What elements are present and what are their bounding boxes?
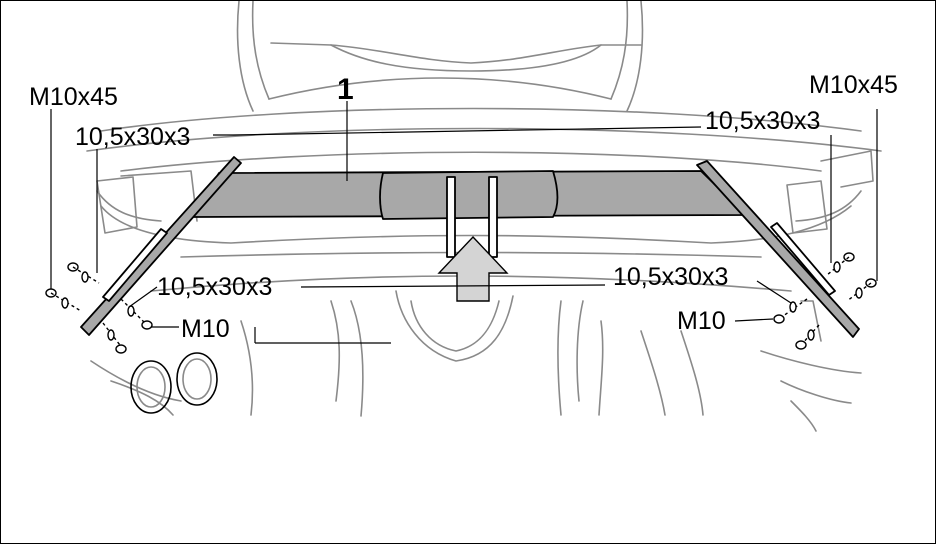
- leader-washer-lower-right: [756, 280, 792, 304]
- exhaust-tip-outer-right: [176, 352, 218, 406]
- bolt-head-right-1: [843, 252, 855, 262]
- nut-left-1: [141, 320, 153, 330]
- leader-washer-upper-left-c: [232, 126, 702, 136]
- crossmember-part-1: [192, 170, 747, 258]
- washer-right-3: [789, 301, 797, 313]
- nut-right-1: [773, 314, 785, 324]
- nut-right-2: [795, 340, 807, 350]
- exhaust-tips: [130, 352, 218, 414]
- label-part-number: 1: [337, 73, 354, 106]
- side-bracket-left-inner: [102, 228, 168, 302]
- label-nut-left: M10: [181, 315, 230, 343]
- side-bracket-right-inner: [770, 222, 836, 296]
- washer-left-2: [61, 297, 69, 309]
- exhaust-tip-inner-right: [182, 358, 212, 400]
- leader-nut-right: [734, 318, 774, 322]
- label-nut-right: M10: [677, 307, 726, 335]
- mount-bracket-right-tab: [488, 176, 498, 258]
- washer-right-1: [833, 261, 841, 273]
- label-washer-lower-right: 10,5x30x3: [613, 263, 728, 291]
- crossmember-center-block: [379, 170, 559, 220]
- label-washer-upper-right: 10,5x30x3: [705, 107, 820, 135]
- leader-lines: [50, 101, 878, 344]
- label-bolt-right: M10x45: [809, 71, 898, 99]
- side-brackets: [80, 156, 860, 338]
- nut-left-2: [115, 344, 127, 354]
- side-bracket-right: [696, 160, 860, 338]
- mount-bracket-left-tab: [446, 176, 456, 258]
- washer-left-4: [107, 329, 115, 341]
- washer-right-4: [807, 329, 815, 341]
- label-washer-lower-left: 10,5x30x3: [157, 273, 272, 301]
- exhaust-tip-outer-left: [130, 360, 172, 414]
- washer-left-3: [127, 305, 135, 317]
- side-bracket-left: [80, 156, 242, 336]
- leader-washer-lower-left-a: [300, 284, 606, 288]
- label-washer-upper-left: 10,5x30x3: [75, 123, 190, 151]
- exhaust-tip-inner-left: [136, 366, 166, 408]
- washer-right-2: [855, 287, 863, 299]
- label-bolt-left: M10x45: [29, 83, 118, 111]
- washer-left-1: [81, 271, 89, 283]
- fasteners-right: [773, 252, 877, 350]
- callout-labels: 1 M10x45 M10x45 10,5x30x3 10,5x30x3 10,5…: [29, 71, 898, 343]
- leader-washer-lower-left-b: [128, 286, 158, 308]
- fasteners-left: [45, 262, 153, 354]
- up-arrow-icon: [437, 235, 509, 302]
